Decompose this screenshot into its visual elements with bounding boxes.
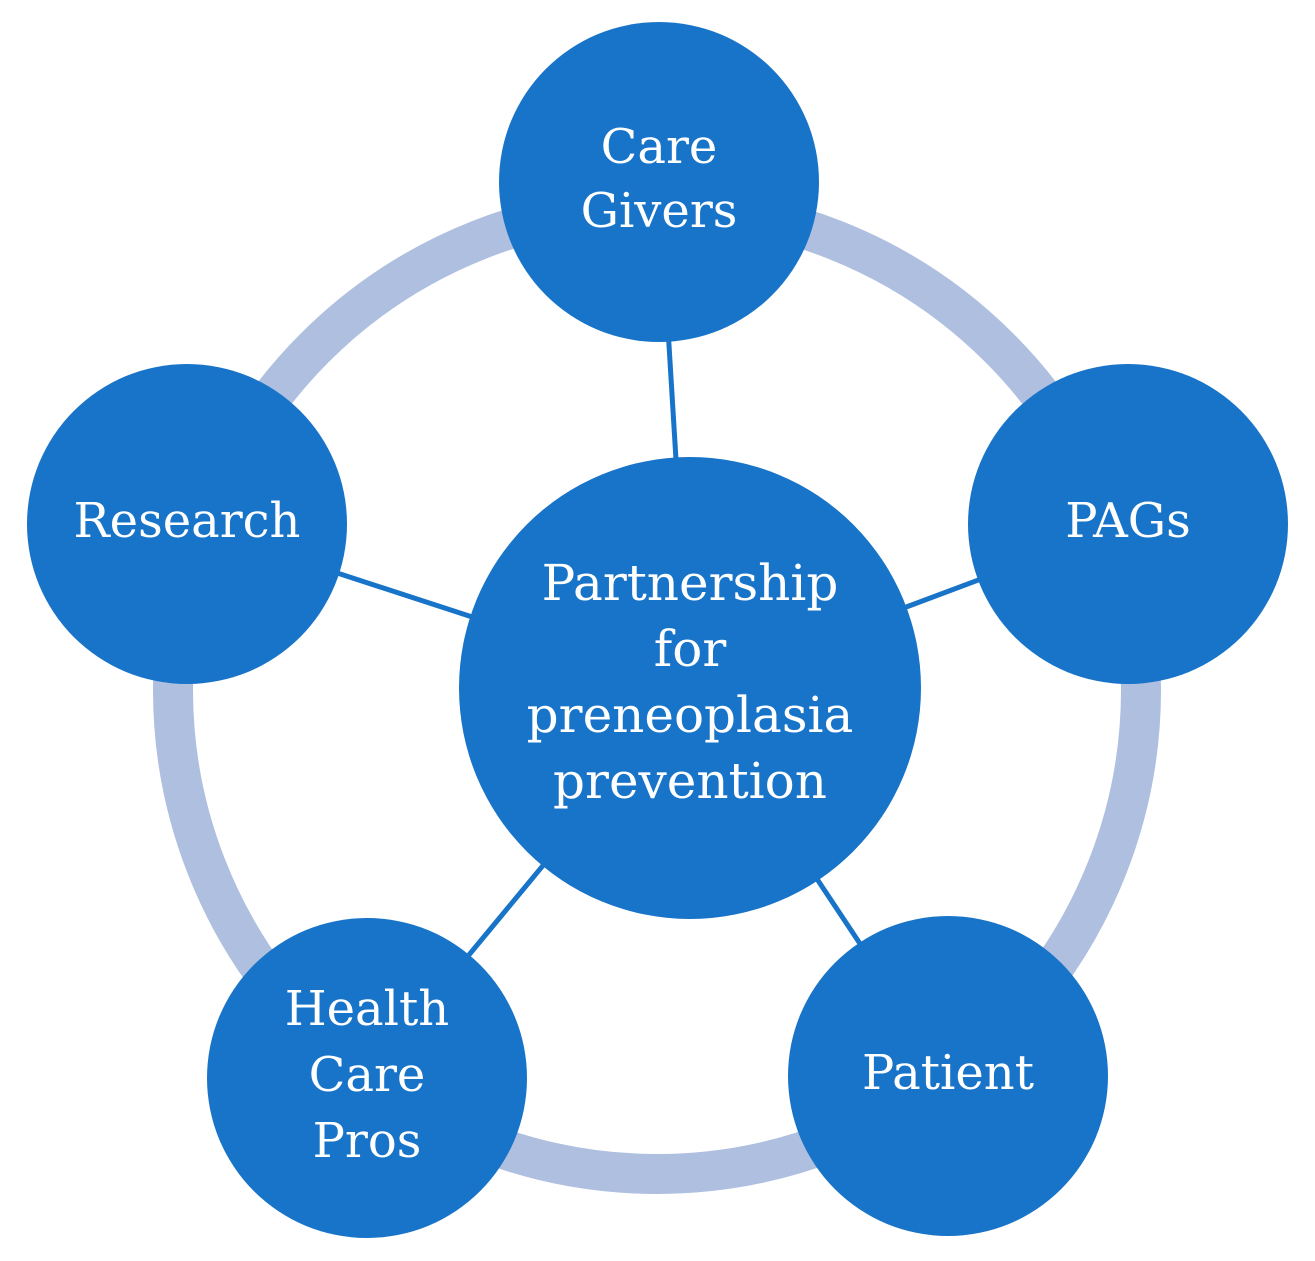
connector-care-givers: [666, 337, 679, 462]
connector-health-care-pros: [464, 861, 548, 960]
label-line: Patient: [862, 1045, 1034, 1101]
node-pags: PAGs: [968, 364, 1288, 684]
label-line: for: [654, 620, 727, 678]
center-node: Partnership for preneoplasia prevention: [459, 457, 921, 919]
node-patient: Patient: [788, 916, 1108, 1236]
label-line: prevention: [553, 752, 827, 810]
center-label: Partnership for preneoplasia prevention: [527, 554, 854, 810]
node-circle-health-care-pros: [207, 918, 527, 1238]
node-research: Research: [27, 364, 347, 684]
label-line: Care: [309, 1047, 426, 1103]
label-line: preneoplasia: [527, 686, 854, 744]
center-circle: [459, 457, 921, 919]
connector-patient: [813, 875, 864, 948]
node-circle-care-givers: [499, 22, 819, 342]
connectors: [334, 337, 983, 960]
node-label-patient: Patient: [862, 1045, 1034, 1101]
label-line: PAGs: [1065, 493, 1191, 549]
label-line: Pros: [313, 1113, 422, 1169]
connector-research: [334, 569, 475, 621]
label-line: Care: [601, 119, 718, 175]
node-circle-pags: [968, 364, 1288, 684]
label-line: Givers: [581, 183, 738, 239]
node-label-pags: PAGs: [1065, 493, 1191, 549]
connector-pags: [901, 576, 983, 611]
label-line: Partnership: [542, 554, 839, 612]
node-circle-research: [27, 364, 347, 684]
node-circle-patient: [788, 916, 1108, 1236]
node-label-research: Research: [74, 493, 301, 549]
label-line: Research: [74, 493, 301, 549]
label-line: Health: [285, 981, 449, 1037]
